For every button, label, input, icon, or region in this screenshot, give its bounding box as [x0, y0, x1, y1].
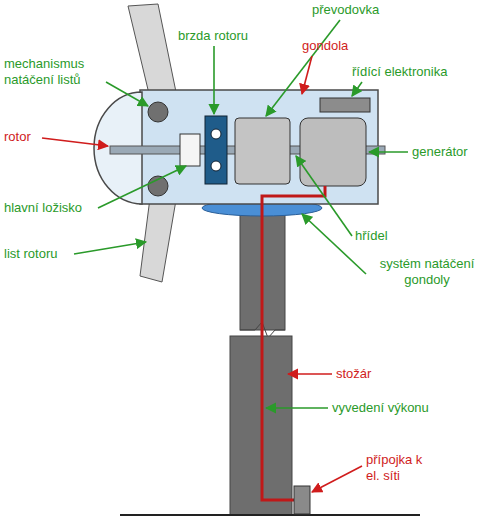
rotor-blade-top [128, 4, 176, 98]
part-label: list rotoru [4, 246, 57, 262]
leader-line [352, 82, 362, 96]
ground-line [120, 514, 420, 516]
leader-line [74, 242, 146, 254]
part-label: převodovka [312, 2, 379, 18]
leader-line [369, 151, 408, 153]
part-label: přípojka k el. síti [366, 452, 438, 484]
rotor-blade-bottom [140, 198, 176, 282]
part-label: stožár [336, 366, 371, 382]
leader-line [288, 373, 332, 375]
pitch-mechanism [148, 102, 168, 122]
gearbox [235, 118, 290, 184]
main-bearing [180, 134, 200, 166]
part-label: hřídel [355, 228, 388, 244]
leader-line [302, 56, 312, 94]
control-electronics [320, 98, 370, 112]
part-label: hlavní ložisko [4, 200, 82, 216]
leader-line [302, 214, 366, 274]
leader-line [213, 46, 215, 114]
grid-connection-box [294, 486, 310, 514]
leader-line [106, 82, 148, 106]
part-label: generátor [412, 144, 468, 160]
part-label: systém natáčení gondoly [368, 256, 486, 288]
power-cable [262, 186, 325, 500]
part-label: rotor [4, 129, 31, 145]
leader-line [42, 138, 108, 146]
part-label: mechanismus natáčení listů [4, 56, 116, 88]
leader-line [296, 156, 352, 236]
part-label: vyvedení výkonu [332, 400, 429, 416]
leader-line [98, 166, 186, 208]
rotor-brake [205, 116, 227, 184]
leader-line [266, 20, 340, 116]
leader-line [312, 466, 362, 492]
part-label: gondola [302, 38, 348, 54]
brake-roller [211, 161, 221, 171]
part-label: řídící elektronika [352, 64, 447, 80]
part-label: brzda rotoru [178, 28, 248, 44]
leader-line [266, 407, 328, 409]
brake-roller [211, 129, 221, 139]
